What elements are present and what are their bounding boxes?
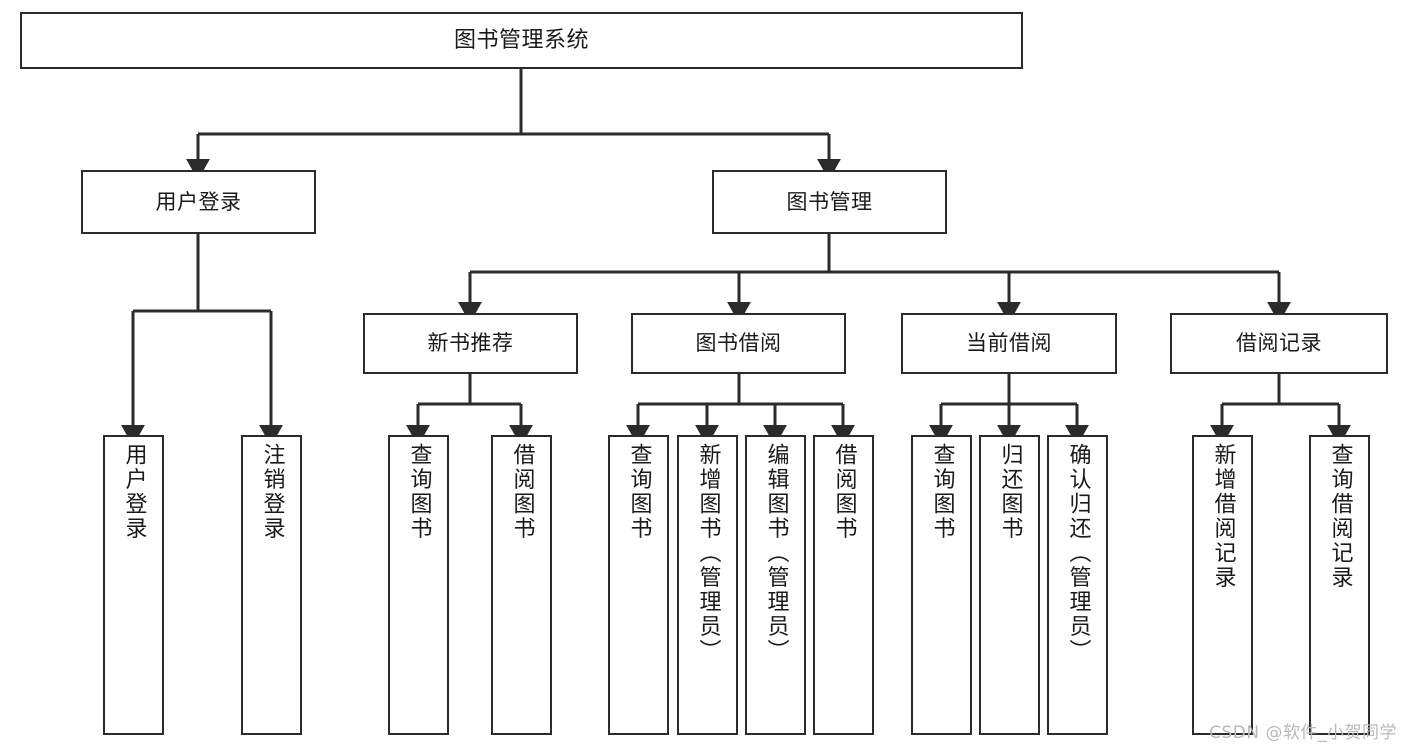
leaf-edit-book[interactable]: 编辑图书（管理员） — [745, 435, 806, 735]
leaf-add-record-label: 新增借阅记录 — [1210, 443, 1236, 590]
node-new-book-recommend[interactable]: 新书推荐 — [363, 313, 578, 374]
csdn-watermark: CSDN @软件_小贺同学 — [1209, 723, 1397, 743]
node-book-manage[interactable]: 图书管理 — [712, 170, 947, 234]
leaf-query-book-1-label: 查询图书 — [406, 443, 432, 541]
node-root[interactable]: 图书管理系统 — [20, 12, 1023, 69]
leaf-edit-book-label: 编辑图书（管理员） — [763, 443, 789, 664]
node-user-login[interactable]: 用户登录 — [81, 170, 316, 234]
leaf-query-book-3[interactable]: 查询图书 — [911, 435, 972, 735]
leaf-query-book-1[interactable]: 查询图书 — [388, 435, 449, 735]
leaf-return-book[interactable]: 归还图书 — [979, 435, 1040, 735]
leaf-logout[interactable]: 注销登录 — [241, 435, 302, 735]
leaf-query-book-2-label: 查询图书 — [626, 443, 652, 541]
leaf-query-book-3-label: 查询图书 — [929, 443, 955, 541]
leaf-confirm-return-label: 确认归还（管理员） — [1065, 443, 1091, 664]
node-current-borrow-label: 当前借阅 — [966, 331, 1052, 356]
leaf-add-record[interactable]: 新增借阅记录 — [1192, 435, 1253, 735]
leaf-borrow-book-2-label: 借阅图书 — [831, 443, 857, 541]
leaf-confirm-return[interactable]: 确认归还（管理员） — [1047, 435, 1108, 735]
node-borrow-record-label: 借阅记录 — [1236, 331, 1322, 356]
node-user-login-label: 用户登录 — [155, 189, 242, 214]
leaf-user-login-label: 用户登录 — [121, 443, 147, 541]
node-book-manage-label: 图书管理 — [786, 189, 873, 214]
node-new-book-recommend-label: 新书推荐 — [427, 331, 514, 356]
leaf-borrow-book-1-label: 借阅图书 — [509, 443, 535, 541]
leaf-logout-label: 注销登录 — [259, 443, 285, 541]
node-book-borrow[interactable]: 图书借阅 — [631, 313, 846, 374]
leaf-add-book[interactable]: 新增图书（管理员） — [677, 435, 738, 735]
node-borrow-record[interactable]: 借阅记录 — [1170, 313, 1388, 374]
leaf-borrow-book-2[interactable]: 借阅图书 — [813, 435, 874, 735]
leaf-user-login[interactable]: 用户登录 — [103, 435, 164, 735]
node-root-label: 图书管理系统 — [453, 27, 589, 53]
leaf-query-record[interactable]: 查询借阅记录 — [1309, 435, 1370, 735]
leaf-query-record-label: 查询借阅记录 — [1327, 443, 1353, 590]
leaf-add-book-label: 新增图书（管理员） — [695, 443, 721, 664]
leaf-query-book-2[interactable]: 查询图书 — [608, 435, 669, 735]
leaf-return-book-label: 归还图书 — [997, 443, 1023, 541]
leaf-borrow-book-1[interactable]: 借阅图书 — [491, 435, 552, 735]
node-current-borrow[interactable]: 当前借阅 — [901, 313, 1117, 374]
node-book-borrow-label: 图书借阅 — [695, 331, 782, 356]
